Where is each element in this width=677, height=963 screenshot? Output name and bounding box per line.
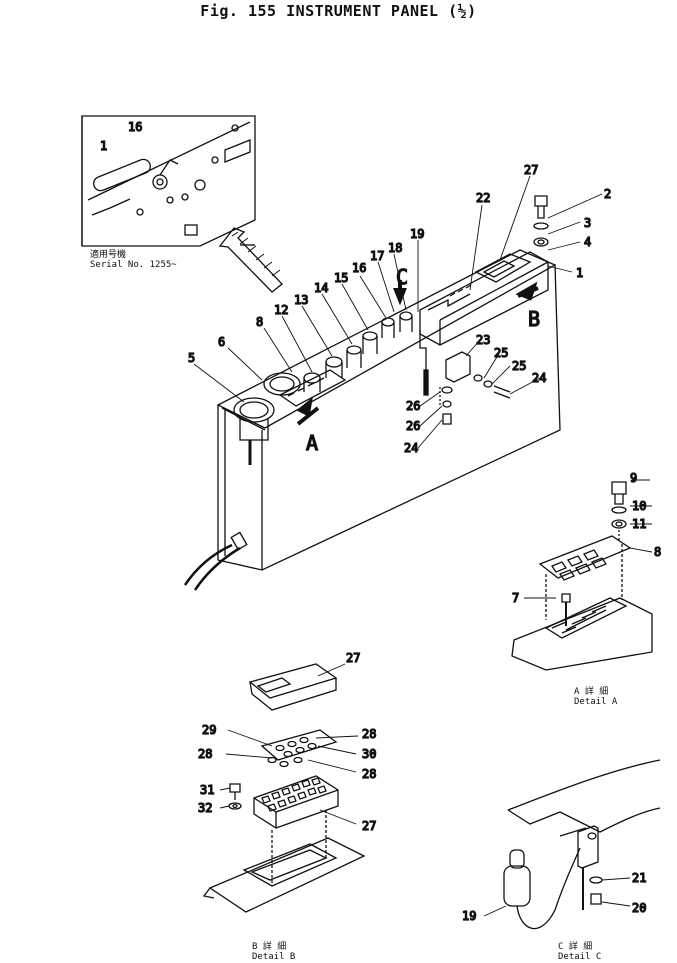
detail-a-jp: A 詳 細 [574,687,609,697]
serial-caption: 適用号機 Serial No. 1255~ [90,250,177,270]
view-letter-c: C [396,265,408,289]
callout-a-11: 11 [632,517,646,531]
main-leaders [193,175,603,403]
callout-2: 2 [604,187,611,201]
hardware-2-3-4 [533,195,549,247]
callout-b-27-top: 27 [346,651,360,665]
view-arrow-a [296,397,320,426]
detail-b-jp: B 詳 細 [252,942,287,952]
callout-b-28-mid: 28 [362,767,376,781]
callout-25a: 25 [512,359,526,373]
callout-b-32: 32 [198,801,212,815]
main-panel [183,249,561,591]
callout-15: 15 [334,271,348,285]
callout-b-29: 29 [202,723,216,737]
callout-26a: 25 [494,346,508,360]
callout-b-30: 30 [362,747,376,761]
callout-18: 18 [388,241,402,255]
callout-c-19: 19 [462,909,476,923]
view-letter-a: A [306,431,318,455]
figure-title: Fig. 155 INSTRUMENT PANEL (½) [200,2,477,20]
callout-inset-16: 16 [128,120,142,134]
detail-b-caption: B 詳 細 Detail B [252,942,295,962]
callout-inset-1: 1 [100,139,107,153]
detail-b-en: Detail B [252,952,296,962]
detail-c [483,759,661,930]
serial-jp: 適用号機 [90,250,127,260]
callout-14: 14 [314,281,328,295]
callout-a-9: 9 [630,471,637,485]
callout-c-21: 21 [632,871,646,885]
callout-4: 4 [584,235,591,249]
detail-b [202,663,366,913]
callout-27: 27 [524,163,538,177]
callout-16: 16 [352,261,366,275]
detail-a-en: Detail A [574,697,618,707]
callout-24b: 24 [404,441,418,455]
detail-a-caption: A 詳 細 Detail A [574,687,617,707]
callout-b-31: 31 [200,783,214,797]
callout-26b: 26 [406,399,420,413]
callout-22: 22 [476,191,490,205]
callout-19: 19 [410,227,424,241]
detail-a [511,479,653,671]
callout-13: 13 [294,293,308,307]
detail-c-en: Detail C [558,952,602,962]
inset-detail [81,115,256,247]
callout-23: 23 [476,333,490,347]
detail-c-caption: C 詳 細 Detail C [558,942,601,962]
hatched-arrow [218,227,283,293]
callout-b-28-top: 28 [362,727,376,741]
callout-3: 3 [584,216,591,230]
view-arrow-b [515,281,539,301]
callout-1: 1 [576,266,583,280]
callout-8: 8 [256,315,263,329]
callout-a-7: 7 [512,591,519,605]
callout-b-27-bottom: 27 [362,819,376,833]
callout-24a: 24 [532,371,546,385]
callout-25b: 26 [406,419,420,433]
callout-5: 5 [188,351,195,365]
serial-en: Serial No. 1255~ [90,260,177,270]
callout-b-28-left: 28 [198,747,212,761]
callout-c-20: 20 [632,901,646,915]
callout-a-8: 8 [654,545,661,559]
callout-6: 6 [218,335,225,349]
callout-17: 17 [370,249,384,263]
callout-a-10: 10 [632,499,646,513]
detail-c-jp: C 詳 細 [558,942,593,952]
view-letter-b: B [528,307,540,331]
callout-12: 12 [274,303,288,317]
